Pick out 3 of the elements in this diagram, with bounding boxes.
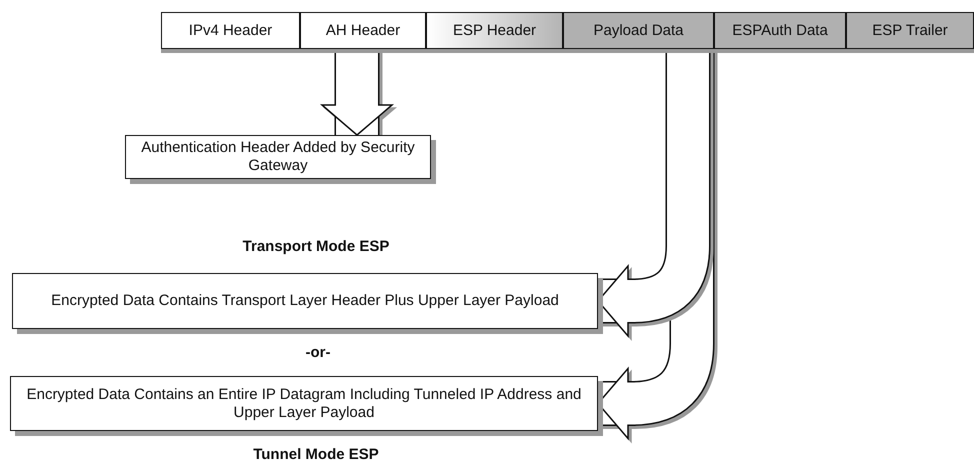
separator-text: -or- <box>306 344 330 361</box>
mode-heading: Transport Mode ESP <box>242 238 390 255</box>
mode-heading: Tunnel Mode ESP <box>253 446 379 463</box>
